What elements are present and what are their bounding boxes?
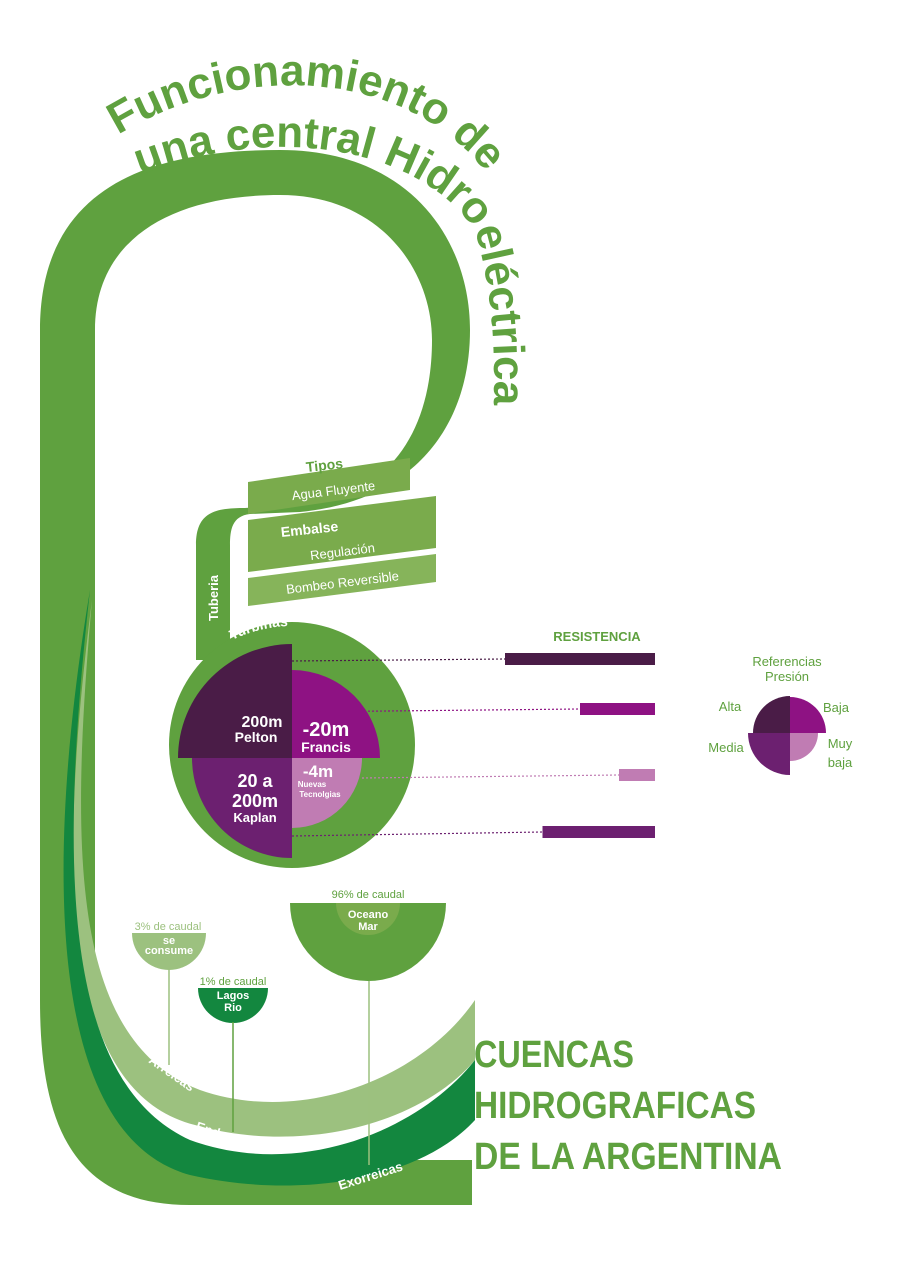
oceano-pct: 96% de caudal: [332, 889, 405, 901]
nuevas-name-1: Nuevas: [298, 780, 327, 789]
consume-marker: 3% de caudal se consume: [132, 921, 206, 1065]
lagos-marker: 1% de caudal Lagos Rio: [198, 976, 268, 1132]
oceano-marker: 96% de caudal Oceano Mar: [290, 889, 446, 1165]
nuevas-quadrant: [292, 758, 362, 828]
francis-name: Francis: [301, 739, 351, 755]
kaplan-quadrant: [192, 758, 292, 858]
legend-muy-baja-2: baja: [828, 755, 853, 770]
consume-semicircle: [132, 933, 206, 970]
lagos-semicircle: [198, 988, 268, 1023]
legend-muy-baja-swatch: [790, 733, 818, 761]
resistencia-leader-line: [291, 658, 506, 662]
kaplan-value-2: 200m: [232, 791, 278, 811]
lagos-pct: 1% de caudal: [200, 976, 267, 988]
nuevas-name-2: Tecnolgias: [299, 790, 341, 799]
cuencas-line-3: DE LA ARGENTINA: [474, 1136, 782, 1178]
resistencia-bar: [542, 826, 655, 838]
resistencia-heading: RESISTENCIA: [553, 629, 641, 644]
oceano-label-2: Mar: [358, 921, 378, 933]
lagos-label-1: Lagos: [217, 990, 249, 1002]
legend-title-2: Presión: [765, 669, 809, 684]
oceano-label-1: Oceano: [348, 909, 389, 921]
oceano-semicircle: [290, 903, 446, 981]
resistencia-leader-line: [291, 708, 581, 713]
legend-baja: Baja: [823, 700, 850, 715]
main-loop-band: [40, 150, 472, 1205]
legend-baja-swatch: [790, 697, 826, 733]
pelton-quadrant: [178, 644, 292, 758]
cuencas-line-2: HIDROGRAFICAS: [474, 1085, 756, 1127]
legend-title-1: Referencias: [752, 654, 822, 669]
nuevas-value: -4m: [303, 762, 333, 781]
oceano-inner: [336, 903, 400, 935]
resistencia-bars: [291, 653, 655, 838]
kaplan-value-1: 20 a: [237, 771, 273, 791]
resistencia-leader-line: [361, 774, 620, 779]
lagos-label-2: Rio: [224, 1002, 242, 1014]
francis-quadrant: [292, 670, 380, 758]
francis-value: -20m: [303, 719, 350, 741]
cuencas-line-1: CUENCAS: [474, 1034, 634, 1076]
types-heading: Tipos: [305, 455, 344, 475]
consume-pct: 3% de caudal: [135, 921, 202, 933]
ribbon-agua-fluyente: [248, 458, 410, 514]
consume-label-2: consume: [145, 945, 193, 957]
legend-alta: Alta: [719, 699, 742, 714]
tuberia-label: Tuberia: [206, 574, 221, 621]
pelton-value: 200m: [242, 714, 283, 731]
types-ribbons: [247, 458, 437, 606]
kaplan-name: Kaplan: [233, 810, 276, 825]
arreicas-band: [73, 600, 476, 1137]
ribbon-bombeo: [248, 554, 436, 606]
legend-muy-baja-1: Muy: [828, 736, 853, 751]
legend-media-swatch: [748, 733, 790, 775]
resistencia-bar: [505, 653, 655, 665]
legend-alta-swatch: [753, 696, 790, 733]
resistencia-bar: [619, 769, 655, 781]
endorreicas-band: [63, 590, 476, 1186]
consume-label-1: se: [163, 935, 175, 947]
legend-media: Media: [708, 740, 744, 755]
type-embalse: Embalse: [280, 518, 339, 540]
resistencia-bar: [580, 703, 655, 715]
resistencia-leader-line: [291, 831, 543, 837]
ribbon-embalse: [248, 496, 436, 572]
pelton-name: Pelton: [235, 729, 278, 745]
